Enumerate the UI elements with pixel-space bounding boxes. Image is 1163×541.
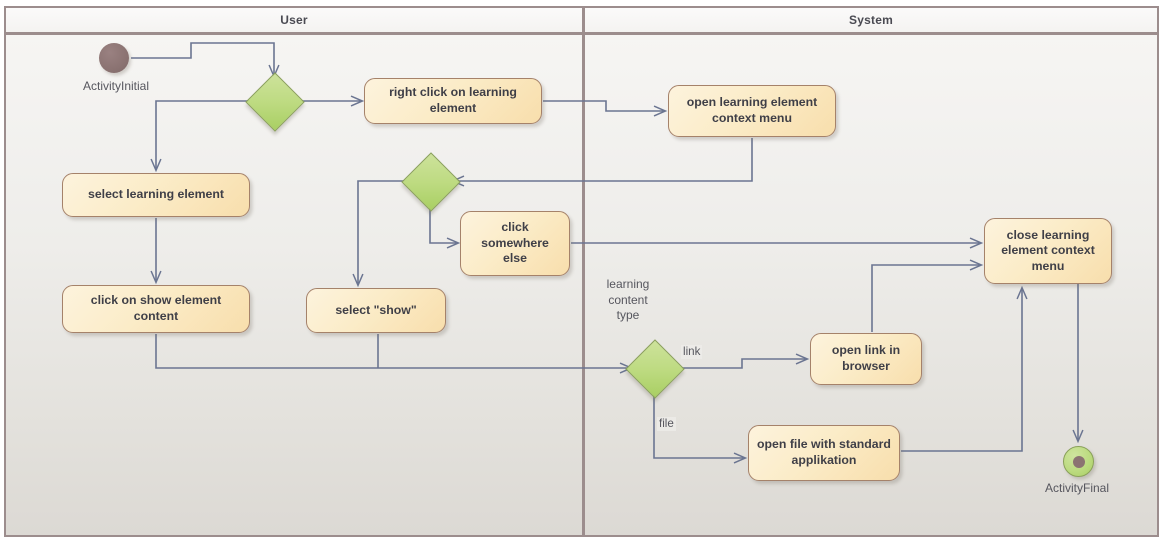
action-close-learning-element-context-menu[interactable]: close learning element context menu <box>984 218 1112 284</box>
activity-final-node[interactable] <box>1063 446 1094 477</box>
action-label: select learning element <box>87 187 224 202</box>
action-label: close learning element context menu <box>1001 227 1095 273</box>
action-label: open link in browser <box>831 343 901 373</box>
lane-title-user: User <box>280 13 308 27</box>
action-right-click-learning-element[interactable]: right click on learning element <box>364 78 542 124</box>
lane-header-system: System <box>583 6 1159 34</box>
action-label: click on show element content <box>90 293 222 323</box>
action-label: open file with standard applikation <box>757 437 891 467</box>
lane-title-system: System <box>849 13 893 27</box>
action-click-somewhere-else[interactable]: click somewhere else <box>460 211 570 276</box>
action-open-file-standard-application[interactable]: open file with standard applikation <box>748 425 900 481</box>
action-label: open learning element context menu <box>686 95 818 125</box>
action-click-show-element-content[interactable]: click on show element content <box>62 285 250 333</box>
action-label: click somewhere else <box>481 220 549 266</box>
action-label: right click on learning element <box>389 85 517 115</box>
action-select-learning-element[interactable]: select learning element <box>62 173 250 217</box>
edge-label-link: link <box>681 345 703 359</box>
activity-final-label: ActivityFinal <box>1044 481 1109 495</box>
action-select-show[interactable]: select "show" <box>306 288 446 333</box>
edge-label-file: file <box>657 417 676 431</box>
action-label: select "show" <box>335 302 417 317</box>
activity-initial-label: ActivityInitial <box>82 79 150 93</box>
action-open-link-in-browser[interactable]: open link in browser <box>810 333 922 385</box>
lane-header-user: User <box>4 6 584 34</box>
decision-content-type-label: learning content type <box>606 277 650 323</box>
action-open-learning-element-context-menu[interactable]: open learning element context menu <box>668 85 836 137</box>
activity-initial-node[interactable] <box>99 43 129 73</box>
